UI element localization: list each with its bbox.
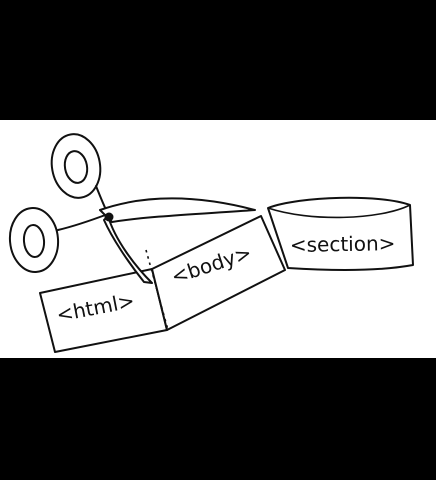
scissors-upper-blade	[99, 197, 256, 223]
cut-line	[145, 249, 169, 331]
scissors-lower-blade	[103, 215, 153, 284]
scissors-icon	[8, 133, 256, 284]
scissors-pivot	[104, 212, 114, 222]
section-strip: <section>	[267, 196, 414, 271]
section-tag-label: <section>	[290, 231, 396, 257]
scissors-lower-handle	[8, 207, 60, 273]
body-strip: <body>	[151, 215, 286, 331]
scissors-upper-handle	[50, 133, 102, 199]
